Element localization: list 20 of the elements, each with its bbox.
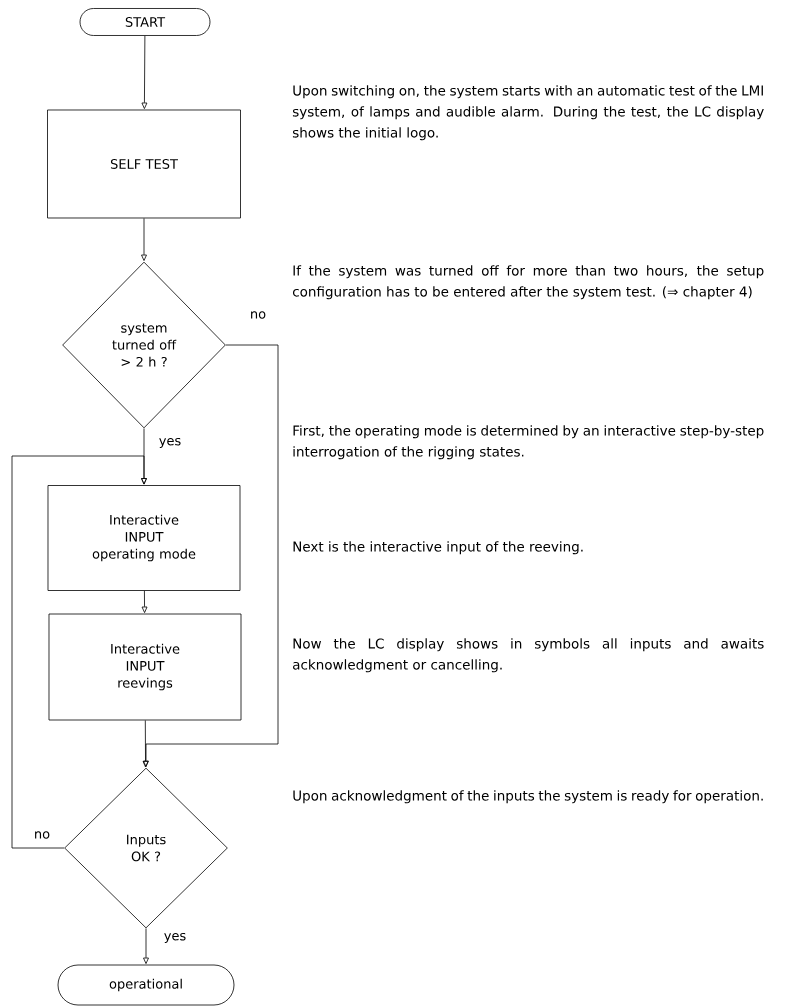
process-box: SELF TEST (47, 109, 241, 219)
edge-label: no (32, 830, 52, 840)
description-text: Now the LC display shows in symbols all inputs and awaits acknowledgment or cancelling. (293, 638, 764, 673)
description-text: Upon acknowledgment of the inputs the system is ready for operation. (293, 790, 763, 804)
description-text: Next is the interactive input of the reeving. (293, 541, 583, 555)
arrow (143, 344, 279, 767)
description-text: Upon switching on, the system starts with an automatic test of the LMI system, of lamps and audible alarm. During the test, the LC display shows the initial logo. (292, 85, 764, 141)
description-text: First, the operating mode is determined by an interactive step-by-step interrogation of the rigging states. (293, 425, 764, 460)
arrow (141, 35, 148, 109)
process-box: Interactive INPUT operating mode (47, 485, 241, 591)
arrow (142, 720, 149, 768)
edge-label: yes (162, 932, 188, 944)
arrow (141, 590, 148, 613)
edge-label: yes (157, 437, 183, 449)
edge-label: no (248, 310, 268, 320)
arrow (11, 455, 147, 849)
arrow (143, 928, 149, 964)
arrow (141, 218, 147, 261)
process-box: Interactive INPUT reevings (48, 613, 242, 721)
description-text: If the system was turned off for more than two hours, the setup configuration has to be entered after the system test. (⇒ chapter 4) (292, 265, 764, 300)
